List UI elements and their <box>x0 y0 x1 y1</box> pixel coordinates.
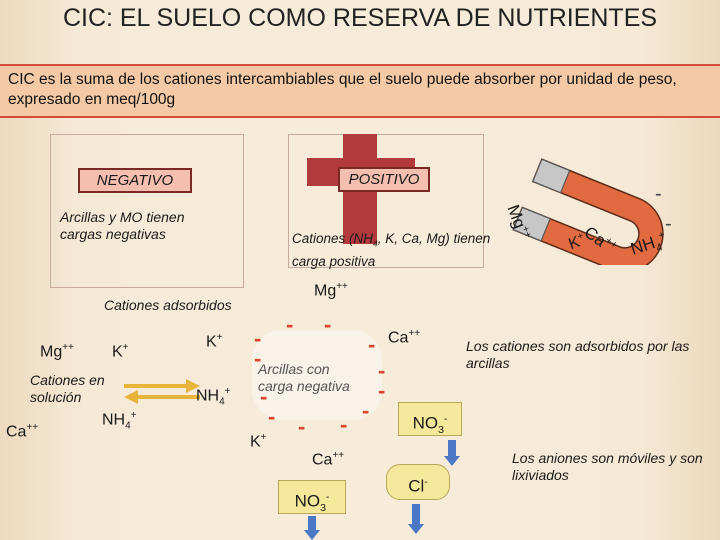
ion-k-bottom: K+ <box>250 432 267 451</box>
negative-charge: - <box>378 378 386 403</box>
clay-particle <box>252 330 382 420</box>
ion-mg-left: Mg++ <box>40 342 74 361</box>
ion-ca-left: Ca++ <box>6 422 39 441</box>
negative-charge: - <box>260 384 268 409</box>
magnet-icon: - - <box>512 158 672 265</box>
anion-no3-top: NO3- <box>398 402 462 436</box>
negative-charge: - <box>368 332 376 357</box>
definition-band: CIC es la suma de los cationes intercamb… <box>0 64 720 118</box>
negative-charge: - <box>298 414 306 439</box>
page-title: CIC: EL SUELO COMO RESERVA DE NUTRIENTES <box>62 4 658 32</box>
positive-text: Cationes (NH4, K, Ca, Mg) tienen carga p… <box>292 231 491 269</box>
negative-charge: - <box>340 412 348 437</box>
svg-text:-: - <box>655 183 662 205</box>
ion-mg-top: Mg++ <box>314 281 348 300</box>
negative-panel <box>50 134 244 288</box>
positive-panel <box>288 134 484 268</box>
ion-ca-right: Ca++ <box>388 328 421 347</box>
cationes-solucion-label: Cationes en solución <box>30 372 105 405</box>
anions-note: Los aniones son móviles y son lixiviados <box>512 450 703 483</box>
adsorbed-note: Los cationes son adsorbidos por las arci… <box>466 338 690 371</box>
down-arrow-icon <box>304 516 320 540</box>
negative-charge: - <box>254 326 262 351</box>
svg-text:-: - <box>665 213 672 235</box>
ion-k-mid: K+ <box>206 332 223 351</box>
cationes-adsorbidos-label: Cationes adsorbidos <box>104 297 232 313</box>
exchange-arrows-icon <box>124 379 200 404</box>
anion-no3-bottom: NO3- <box>278 480 346 514</box>
negative-label: NEGATIVO <box>78 168 192 193</box>
negative-charge: - <box>286 312 294 337</box>
definition-text: CIC es la suma de los cationes intercamb… <box>8 71 677 108</box>
down-arrow-icon <box>408 504 424 534</box>
negative-charge: - <box>324 312 332 337</box>
ion-ca-bottom: Ca++ <box>312 450 345 469</box>
anion-cl: Cl- <box>386 464 450 500</box>
negative-charge: - <box>378 358 386 383</box>
positive-label: POSITIVO <box>338 167 430 192</box>
clay-text: Arcillas con carga negativa <box>258 361 350 394</box>
negative-charge: - <box>362 398 370 423</box>
negative-text: Arcillas y MO tienen cargas negativas <box>60 209 185 242</box>
ion-k-left: K+ <box>112 342 129 361</box>
negative-charge: - <box>254 346 262 371</box>
down-arrow-icon <box>444 440 460 466</box>
ion-nh4-mid: NH4+ <box>196 386 231 408</box>
ion-nh4-left: NH4+ <box>102 410 137 432</box>
negative-charge: - <box>268 404 276 429</box>
